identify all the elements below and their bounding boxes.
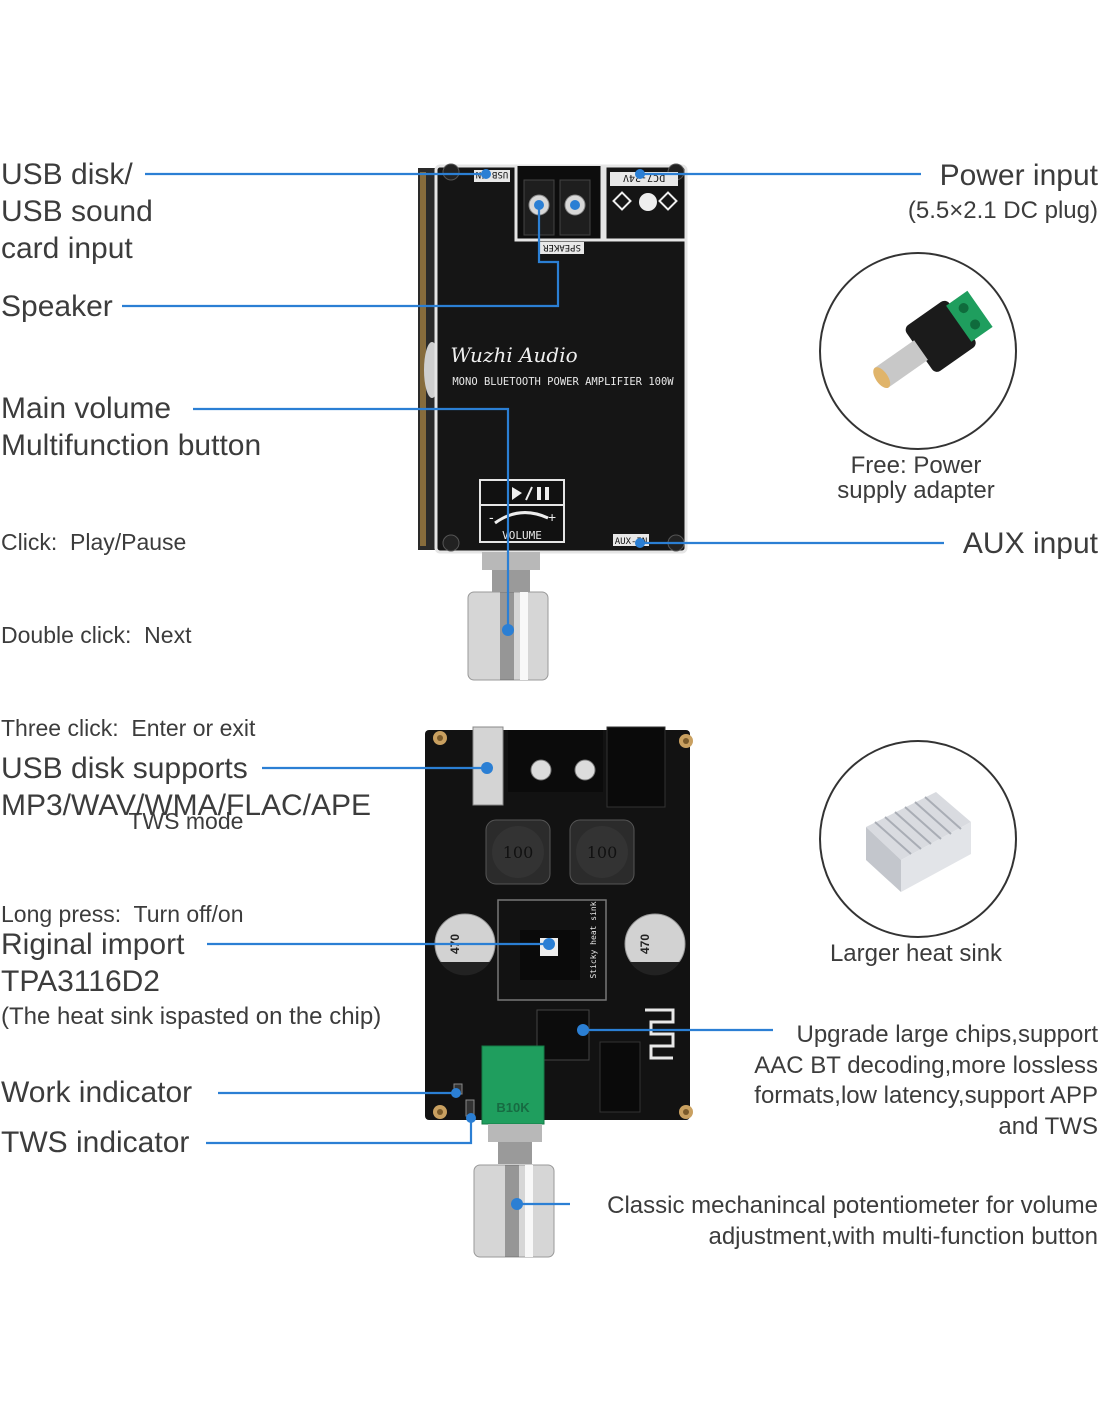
silk-speaker: SPEAKER	[542, 242, 581, 252]
svg-text:+: +	[548, 509, 556, 525]
heat-sink-inset	[819, 740, 1017, 938]
silk-aux: AUX-IN	[615, 537, 648, 547]
callout-lines	[122, 172, 944, 1206]
capacitor-right: 470	[624, 913, 686, 976]
function-three-click: Three click: Enter or exit	[1, 715, 256, 741]
label-chip: Riginal import TPA3116D2	[1, 928, 185, 998]
dc-polarity-icon	[639, 193, 657, 211]
brand-logo: Wuzhi Audio	[450, 343, 577, 367]
volume-play-pause-icon: VOLUME - +	[479, 479, 565, 543]
heat-sink-icon	[866, 792, 971, 892]
label-power-input: Power input	[939, 159, 1098, 192]
label-free-adapter: Free: Power supply adapter	[837, 452, 995, 504]
top-amplifier-board: DC7-24V USB-IN SPEAKER Wuzhi Audio MONO …	[418, 163, 688, 554]
dc-plug-adapter-icon	[873, 290, 993, 389]
svg-text:470: 470	[638, 934, 652, 954]
inductor-marking: 100	[503, 843, 534, 862]
label-bt-chip: Upgrade large chips,support AAC BT decod…	[754, 1021, 1098, 1140]
label-aux-input: AUX input	[962, 527, 1098, 560]
button-function-list: Click: Play/Pause Double click: Next Thr…	[1, 465, 255, 961]
power-adapter-inset	[819, 252, 1017, 450]
volume-knob-bottom	[473, 1124, 555, 1258]
function-double-click: Double click: Next	[1, 622, 192, 648]
pot-marking: B10K	[496, 1100, 530, 1115]
label-chip-note: (The heat sink ispasted on the chip)	[1, 1003, 382, 1030]
label-potentiometer: Classic mechanincal potentiometer for vo…	[607, 1192, 1098, 1250]
label-main-volume: Main volume Multifunction button	[1, 392, 262, 462]
label-usb-formats: USB disk supports MP3/WAV/WMA/FLAC/APE	[1, 752, 372, 822]
label-power-input-note: (5.5×2.1 DC plug)	[907, 197, 1098, 224]
label-heat-sink: Larger heat sink	[829, 940, 1003, 967]
function-three-click-cont: TWS mode	[1, 808, 244, 834]
inductor-marking: 100	[587, 843, 618, 862]
svg-text:-: -	[489, 509, 494, 525]
silk-power: DC7-24V	[623, 172, 665, 183]
callout-dots	[451, 169, 645, 1210]
callout-speaker	[122, 205, 560, 308]
silk-volume: VOLUME	[502, 529, 542, 542]
bottom-pcb-board: 100 100 Sticky heat sink 470 470 B10K	[425, 726, 693, 1125]
callout-main-volume	[193, 407, 510, 630]
function-click: Click: Play/Pause	[1, 529, 187, 555]
silk-usb: USB-IN	[476, 169, 509, 179]
callout-tws-indicator	[206, 1118, 473, 1145]
label-tws-indicator: TWS indicator	[1, 1126, 190, 1159]
label-work-indicator: Work indicator	[1, 1076, 193, 1109]
label-speaker: Speaker	[1, 290, 113, 323]
function-long-press: Long press: Turn off/on	[1, 901, 244, 927]
heat-sink-note: Sticky heat sink	[589, 901, 598, 978]
label-usb-input: USB disk/ USB sound card input	[1, 158, 153, 265]
board-subtitle: MONO BLUETOOTH POWER AMPLIFIER 100W	[452, 376, 674, 388]
